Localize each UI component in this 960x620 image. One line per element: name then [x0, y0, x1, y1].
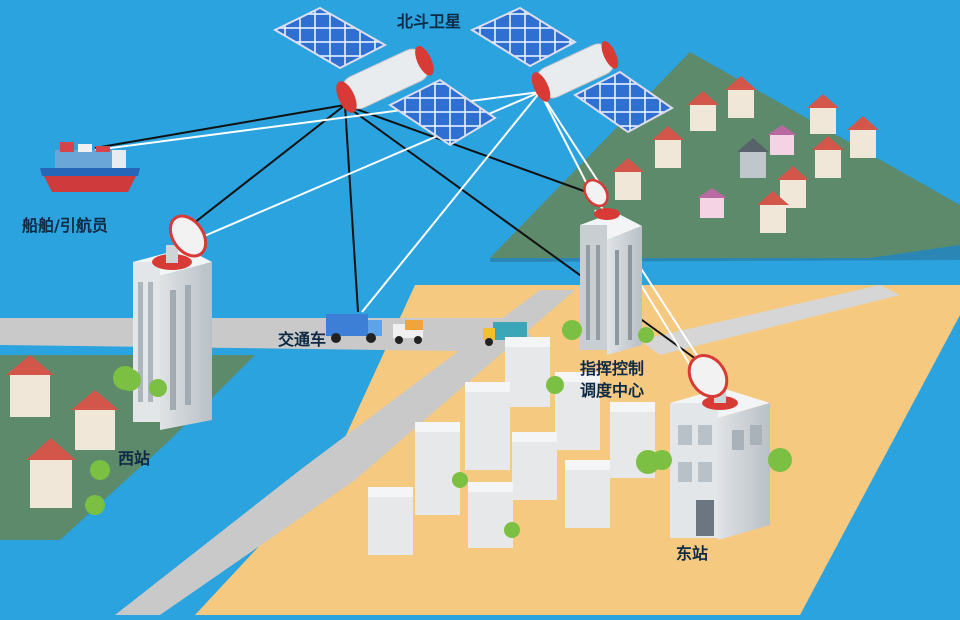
west-station-building [119, 214, 212, 430]
island-houses [612, 76, 879, 233]
road-right [640, 285, 900, 355]
command-center-building [562, 178, 654, 355]
west-station-label: 西站 [118, 449, 151, 468]
city-buildings [368, 337, 660, 555]
east-station-building [652, 354, 792, 540]
command-center-label-line1: 指挥控制 [580, 359, 645, 378]
west-houses [6, 355, 137, 515]
beidou-satellite-1 [272, 6, 497, 147]
satellite-label: 北斗卫星 [397, 12, 462, 31]
vehicle-label: 交通车 [278, 330, 327, 349]
east-station-label: 东站 [676, 544, 709, 563]
beidou-satellite-2 [469, 6, 674, 134]
residential-island [490, 52, 960, 258]
command-center-label-line2: 调度中心 [580, 381, 645, 400]
traffic-vehicles [326, 314, 527, 346]
cargo-ship [40, 142, 140, 192]
road-diagonal [115, 290, 575, 615]
ship-label: 船舶/引航员 [22, 216, 108, 235]
